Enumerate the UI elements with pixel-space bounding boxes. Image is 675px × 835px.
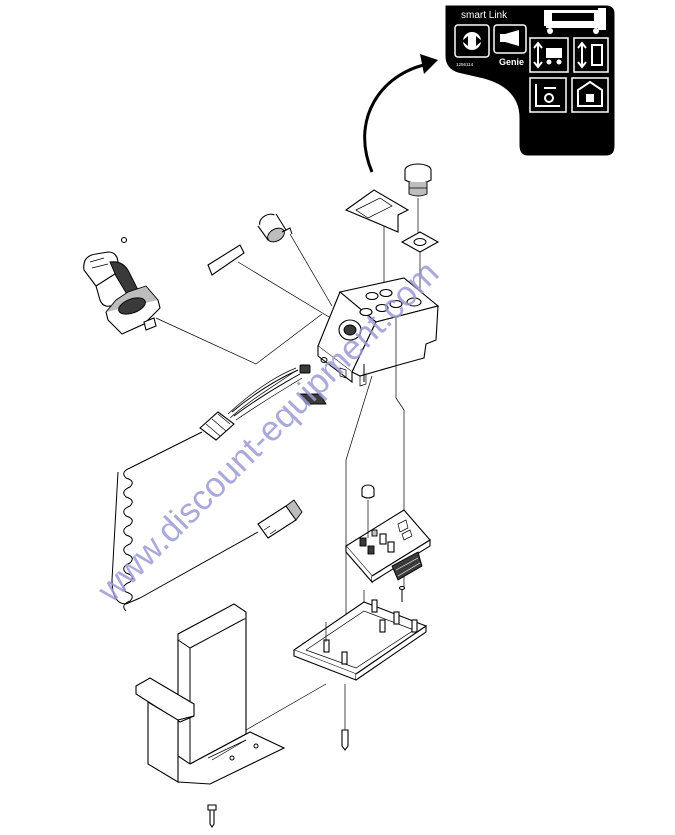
connector-clip bbox=[299, 364, 311, 374]
decal-location-arrow bbox=[363, 54, 438, 173]
cable-label-plate bbox=[299, 393, 327, 405]
leader-line bbox=[155, 317, 257, 365]
leader-line bbox=[289, 233, 333, 307]
screw bbox=[120, 236, 128, 244]
leader-line bbox=[255, 313, 323, 365]
decal-part-number: 1256114 bbox=[456, 62, 474, 67]
drive-lift-select-icon bbox=[529, 37, 569, 73]
circuit-board bbox=[345, 484, 431, 584]
leader-line bbox=[237, 261, 335, 321]
decal-logo: Genie bbox=[499, 57, 524, 67]
wiring-harness bbox=[199, 367, 303, 441]
lift-machine-icon bbox=[544, 8, 606, 34]
membrane-label-sheet bbox=[344, 189, 410, 233]
drive-enable-icon bbox=[529, 77, 567, 113]
control-box-housing bbox=[317, 277, 440, 387]
horn-switch bbox=[257, 213, 293, 243]
steer-function-icon bbox=[454, 24, 490, 58]
base-mounting-screw bbox=[341, 684, 349, 751]
switch-label-strip bbox=[207, 244, 245, 276]
stop-button-bezel bbox=[400, 231, 440, 253]
smartlink-decal: smart Link 1256114 Genie bbox=[445, 5, 615, 156]
decal-brand-text: smart Link bbox=[461, 10, 508, 21]
board-screw bbox=[398, 585, 406, 602]
control-box-base bbox=[292, 590, 428, 681]
joystick-controller bbox=[83, 236, 161, 335]
bracket-screw bbox=[207, 804, 217, 828]
lift-up-down-icon bbox=[573, 37, 609, 73]
leader-line bbox=[345, 375, 373, 461]
leader-line bbox=[245, 683, 327, 731]
coiled-cable bbox=[111, 431, 303, 612]
emergency-stop-button bbox=[404, 163, 432, 197]
tilt-alarm-icon bbox=[571, 77, 609, 113]
horn-icon bbox=[493, 24, 527, 54]
mounting-bracket bbox=[135, 603, 286, 785]
leader-line bbox=[395, 397, 405, 411]
